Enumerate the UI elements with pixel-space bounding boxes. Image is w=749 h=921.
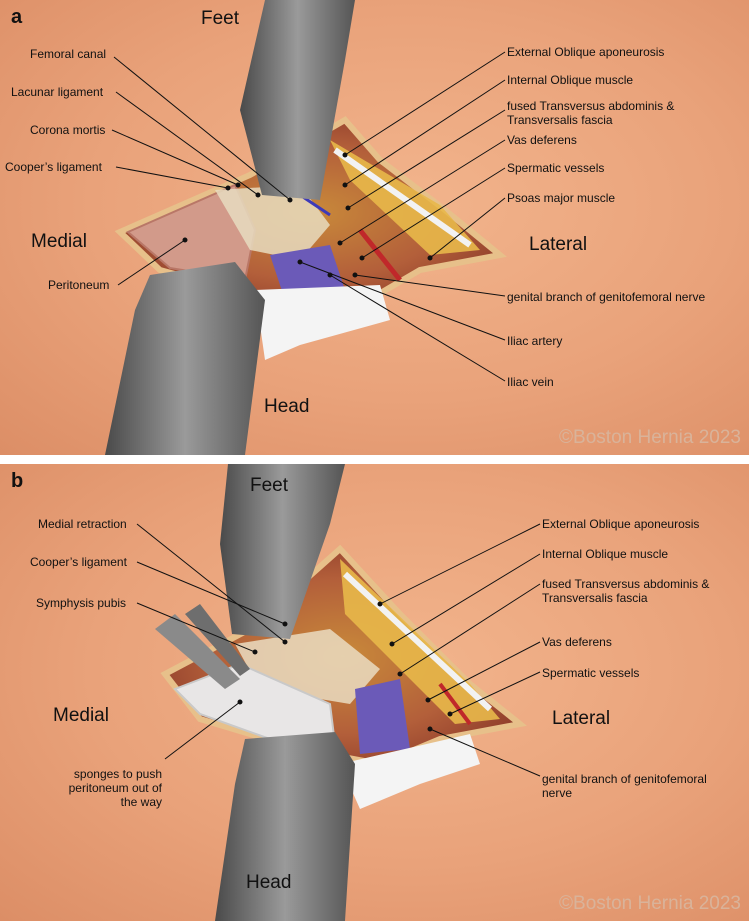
white-fascia-strip — [333, 147, 472, 248]
label-femoral-canal: Femoral canal — [30, 47, 107, 61]
label-external-oblique: External Oblique aponeurosis — [542, 517, 700, 531]
upper-retractor — [240, 0, 355, 200]
orientation-top-label: Feet — [201, 8, 240, 29]
iliac-vein — [270, 245, 345, 300]
copyright-text: ©Boston Hernia 2023 — [559, 427, 741, 448]
forceps-arm-2 — [185, 604, 250, 676]
label-genital-branch-line1: genital branch of genitofemoral — [542, 772, 707, 786]
orientation-right-label: Lateral — [552, 708, 611, 729]
panel-a: a Feet Medial Lateral Head Femoral canal… — [0, 0, 749, 455]
orientation-top-label: Feet — [250, 475, 289, 496]
label-genital-branch-line2: nerve — [542, 786, 573, 800]
surgical-illustration-a — [105, 0, 507, 455]
orientation-bottom-label: Head — [246, 872, 292, 893]
label-psoas-major: Psoas major muscle — [507, 191, 616, 205]
label-medial-retraction: Medial retraction — [38, 517, 127, 531]
white-drape — [255, 285, 390, 360]
label-sponges-line3: the way — [120, 795, 162, 809]
label-vas-deferens: Vas deferens — [542, 635, 612, 649]
label-transversus-line1: fused Transversus abdominis & — [507, 99, 675, 113]
iliac-artery — [358, 228, 402, 282]
label-peritoneum: Peritoneum — [48, 278, 110, 292]
orientation-right-label: Lateral — [529, 234, 588, 255]
label-sponges-line1: sponges to push — [73, 767, 162, 781]
orientation-bottom-label: Head — [264, 396, 310, 417]
panel-letter: b — [11, 470, 24, 492]
upper-retractor — [220, 464, 345, 639]
white-drape — [340, 734, 480, 809]
label-transversus-line2: Transversalis fascia — [542, 591, 648, 605]
leader-lines-a — [111, 51, 506, 382]
copyright-text: ©Boston Hernia 2023 — [559, 893, 741, 914]
label-iliac-vein: Iliac vein — [507, 375, 554, 389]
ligament-band — [215, 185, 330, 260]
label-genital-branch: genital branch of genitofemoral nerve — [507, 290, 706, 304]
surgical-illustration-b — [136, 464, 541, 921]
label-transversus-line1: fused Transversus abdominis & — [542, 577, 710, 591]
label-internal-oblique: Internal Oblique muscle — [542, 547, 669, 561]
label-lacunar-ligament: Lacunar ligament — [11, 85, 104, 99]
label-corona-mortis: Corona mortis — [30, 123, 106, 137]
label-transversus-line2: Transversalis fascia — [507, 113, 613, 127]
white-fascia-strip — [342, 571, 493, 712]
label-iliac-artery: Iliac artery — [507, 334, 563, 348]
label-coopers-ligament: Cooper’s ligament — [30, 555, 127, 569]
label-vas-deferens: Vas deferens — [507, 133, 577, 147]
lower-retractor — [105, 262, 265, 455]
panel-b: b Feet Medial Lateral Head Medial retrac… — [0, 464, 749, 921]
forceps-arm-1 — [155, 614, 240, 689]
label-external-oblique: External Oblique aponeurosis — [507, 45, 665, 59]
label-spermatic-vessels: Spermatic vessels — [542, 666, 640, 680]
leader-lines-b — [136, 523, 541, 777]
label-sponges-line2: peritoneum out of — [68, 781, 162, 795]
label-internal-oblique: Internal Oblique muscle — [507, 73, 634, 87]
label-coopers-ligament: Cooper’s ligament — [5, 160, 102, 174]
label-symphysis-pubis: Symphysis pubis — [36, 596, 127, 610]
lower-retractor — [215, 732, 355, 921]
orientation-left-label: Medial — [53, 705, 109, 726]
label-spermatic-vessels: Spermatic vessels — [507, 161, 605, 175]
panel-letter: a — [11, 6, 23, 28]
vein-purple — [355, 679, 410, 754]
orientation-left-label: Medial — [31, 231, 87, 252]
